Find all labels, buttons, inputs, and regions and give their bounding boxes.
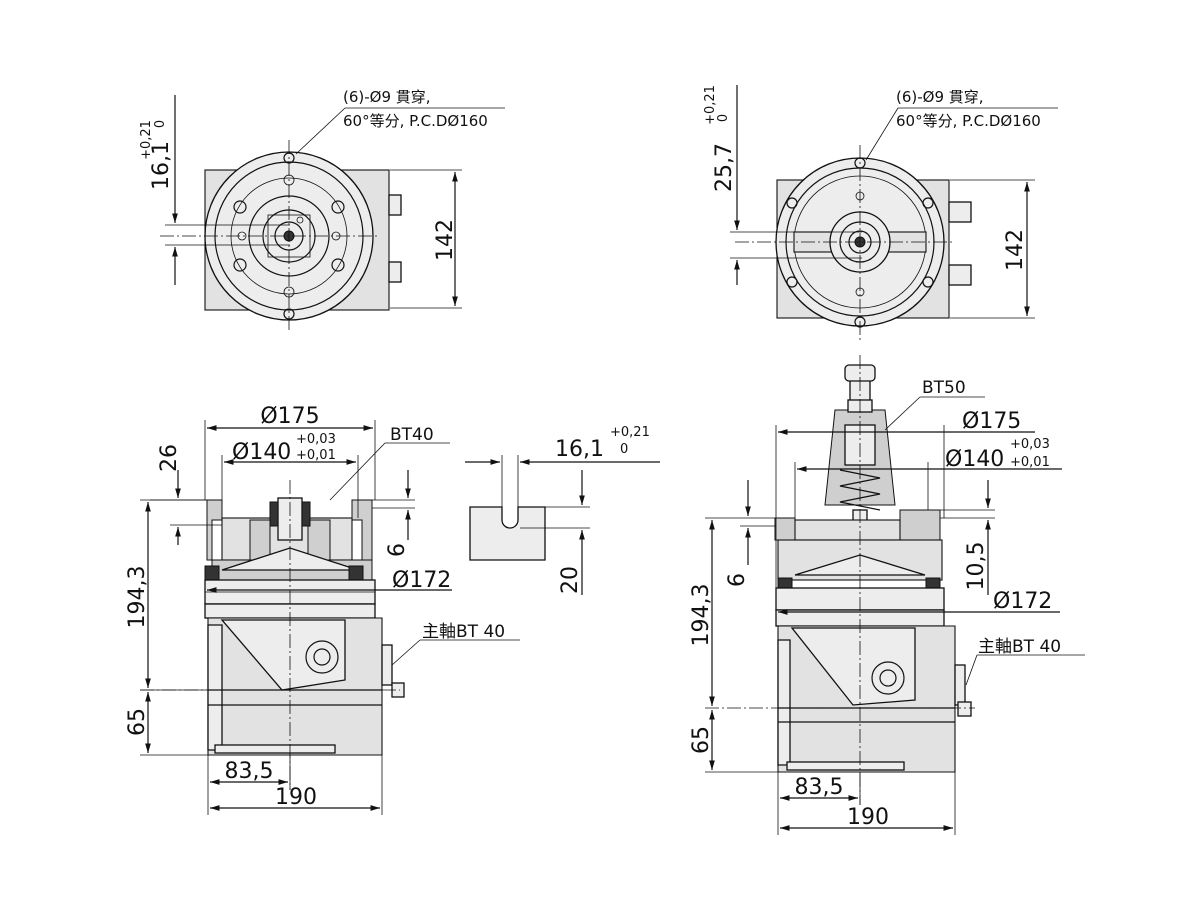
dim-key-20: 20: [558, 566, 583, 594]
label-bt40: BT40: [390, 425, 434, 445]
dim-dia-140-tol-lower: +0,01: [1010, 455, 1050, 470]
front-left-view: Ø175 Ø140 +0,03 +0,01 BT40 26 6 Ø172 194…: [125, 404, 520, 815]
dim-83-5: 83,5: [795, 775, 844, 800]
dim-6: 6: [725, 573, 750, 587]
side-lug-top: [388, 194, 402, 216]
hole-note-line1: (6)-Ø9 貫穿,: [343, 88, 431, 106]
key-block: [469, 506, 546, 561]
hole-note-line2: 60°等分, P.C.DØ160: [343, 112, 488, 130]
dim-26: 26: [157, 444, 182, 472]
dim-194-3: 194,3: [689, 584, 714, 647]
side-lug-bottom: [948, 264, 972, 286]
dim-25-7-tol-upper: +0,21: [703, 85, 718, 125]
dim-10-5: 10,5: [964, 542, 989, 591]
dim-16-1-tol-lower: 0: [153, 120, 168, 128]
side-lug-top: [948, 201, 972, 223]
dim-190: 190: [275, 785, 317, 810]
side-lug-bottom: [388, 261, 402, 283]
hole-note-line1: (6)-Ø9 貫穿,: [896, 88, 984, 106]
front-right-view: BT50 Ø175 Ø140 +0,03 +0,01 6 10,5 Ø172 1…: [689, 355, 1085, 835]
label-spindle-bt40: 主軸BT 40: [978, 637, 1061, 657]
dim-194-3: 194,3: [125, 566, 150, 629]
dim-dia-172: Ø172: [993, 589, 1052, 614]
top-right-view: 142 25,7 +0,21 0 (6)-Ø9 貫穿, 60°等分, P.C.D…: [703, 85, 1058, 340]
dim-key-16-1: 16,1: [555, 437, 604, 462]
dim-65: 65: [689, 726, 714, 754]
dim-dia-175: Ø175: [260, 404, 319, 429]
dim-dia-140: Ø140: [945, 447, 1004, 472]
dim-dia-140: Ø140: [232, 440, 291, 465]
dim-190: 190: [847, 805, 889, 830]
dim-25-7-tol-lower: 0: [716, 114, 731, 122]
dim-16-1: 16,1: [149, 141, 174, 190]
top-left-view: 142 16,1 +0,21 0 (6)-Ø9 貫穿, 60°等分, P.C.D…: [139, 88, 505, 330]
key-detail-view: 16,1 +0,21 0 20: [465, 425, 660, 595]
dim-25-7: 25,7: [712, 143, 737, 192]
dim-dia-140-tol-upper: +0,03: [1010, 437, 1050, 452]
dim-dia-172: Ø172: [392, 568, 451, 593]
dim-6: 6: [385, 543, 410, 557]
dim-16-1-tol-upper: +0,21: [139, 120, 154, 160]
dim-dia-140-tol-lower: +0,01: [296, 448, 336, 463]
dim-83-5: 83,5: [225, 759, 274, 784]
dim-dia-175: Ø175: [962, 409, 1021, 434]
label-spindle-bt40: 主軸BT 40: [422, 622, 505, 642]
dim-65: 65: [125, 708, 150, 736]
dim-key-tol-upper: +0,21: [610, 425, 650, 440]
dim-key-tol-lower: 0: [620, 442, 628, 457]
dim-dia-140-tol-upper: +0,03: [296, 432, 336, 447]
hole-note-line2: 60°等分, P.C.DØ160: [896, 112, 1041, 130]
dim-142: 142: [1003, 229, 1028, 271]
dim-142: 142: [433, 219, 458, 261]
label-bt50: BT50: [922, 378, 966, 398]
